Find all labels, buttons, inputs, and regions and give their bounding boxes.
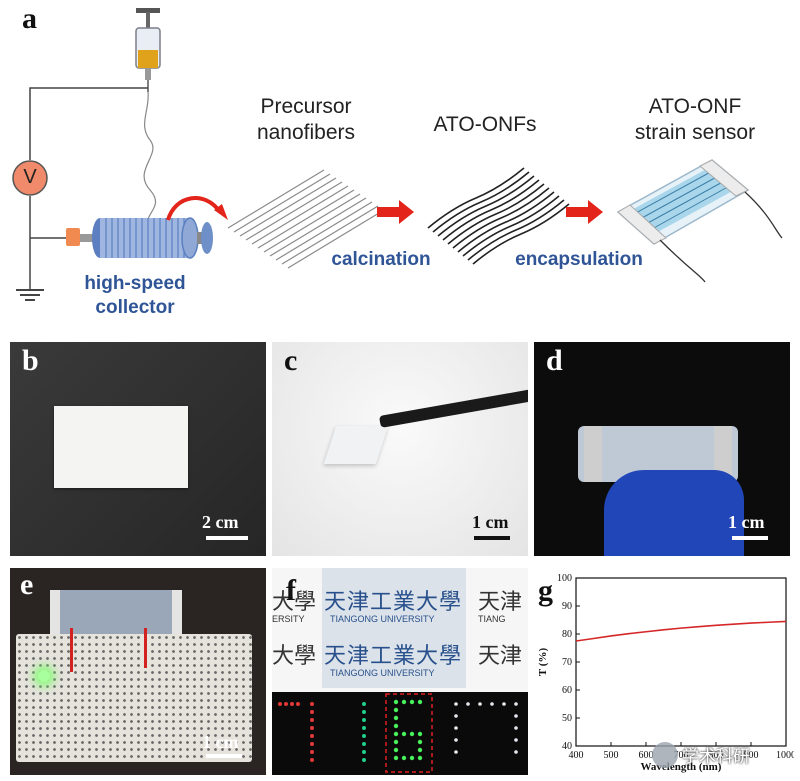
calcination-label: calcination	[331, 249, 431, 270]
cn-text-left-top: 大學	[272, 589, 317, 614]
encapsulation-label: encapsulation	[515, 249, 643, 270]
x-tick-label: 800	[709, 750, 724, 761]
y-tick-label: 80	[562, 629, 572, 640]
panel-b-letter: b	[22, 344, 39, 377]
panel-f-photo: 大學 天津工業大學 天津 ERSITY TIANGONG UNIVERSITY …	[272, 568, 528, 775]
panel-c-scalebar	[474, 536, 510, 540]
white-nanofiber-film	[54, 406, 188, 488]
voltage-source-icon	[12, 160, 48, 196]
rotation-arrow-icon	[166, 196, 222, 221]
uni-text-right-top: TIANG	[478, 614, 506, 624]
highlight-box	[385, 693, 433, 773]
folded-film	[323, 426, 389, 464]
plot-frame	[575, 577, 787, 747]
breadboard	[16, 634, 252, 762]
red-wire-2	[144, 628, 147, 668]
panel-e-scalebar	[206, 754, 242, 758]
red-wire	[70, 628, 73, 672]
cn-text-top: 天津工業大學	[324, 589, 463, 614]
precursor-nanofibers-label: Precursor nanofibers	[256, 95, 356, 144]
cn-text-right-top: 天津	[478, 589, 523, 614]
watermark-text: 学术科研	[682, 747, 750, 767]
y-tick-label: 70	[562, 657, 572, 668]
watermark-icon	[652, 742, 678, 768]
panel-d-letter: d	[546, 344, 563, 377]
led-matrix	[272, 692, 528, 775]
cn-text-left-bottom: 大學	[272, 643, 317, 668]
y-tick-label: 60	[562, 685, 572, 696]
panel-e-letter: e	[20, 568, 34, 601]
cn-text-right-bottom: 天津	[478, 643, 523, 668]
syringe-icon	[135, 8, 161, 92]
y-tick-label: 90	[562, 601, 572, 612]
fiber-jet	[143, 91, 157, 236]
uni-text-top: TIANGONG UNIVERSITY	[330, 614, 435, 624]
y-tick-label: 50	[562, 713, 572, 724]
collector-drum-icon	[66, 217, 213, 259]
ato-onfs-label: ATO-ONFs	[433, 113, 537, 136]
x-tick-label: 1000	[776, 750, 794, 761]
tweezer-icon	[378, 388, 528, 428]
strain-sensor-icon	[616, 159, 783, 283]
ato-onfs-icon	[427, 167, 570, 265]
x-tick-label: 400	[569, 750, 584, 761]
panel-c-photo: c 1 cm	[272, 342, 528, 556]
x-tick-label: 700	[674, 750, 689, 761]
panel-d-photo: d 1 cm	[534, 342, 790, 556]
panel-d-scalebar	[732, 536, 768, 540]
x-tick-label: 600	[639, 750, 654, 761]
ground-icon	[16, 289, 44, 301]
uni-text-left-top: ERSITY	[272, 614, 305, 624]
uni-text-bottom: TIANGONG UNIVERSITY	[330, 668, 435, 678]
cn-text-bottom: 天津工業大學	[324, 643, 463, 668]
transparent-sensor-overlay	[322, 568, 466, 688]
panel-d-scale-text: 1 cm	[728, 512, 765, 532]
panel-e-scale-text: 1 cm	[202, 732, 239, 752]
x-tick-label: 500	[604, 750, 619, 761]
strain-sensor-label: ATO-ONF strain sensor	[634, 95, 756, 144]
voltage-symbol: V	[23, 166, 37, 188]
panel-c-letter: c	[284, 344, 298, 377]
electrospinning-schematic	[12, 8, 783, 301]
panel-b-photo: b 2 cm	[10, 342, 266, 556]
sensor-film	[50, 590, 182, 634]
collector-label: high-speed collector	[84, 273, 186, 318]
led-matrix-graphic	[278, 693, 518, 773]
panel-f-letter: f	[286, 574, 296, 607]
process-arrow-1-icon	[377, 200, 414, 224]
panel-e-photo: e 1 cm	[10, 568, 266, 775]
transmittance-line	[575, 620, 787, 642]
y-axis-label: T (%)	[537, 648, 549, 677]
panel-a-letter: a	[22, 2, 37, 35]
panel-b-scale-text: 2 cm	[202, 512, 239, 532]
panel-g-letter: g	[538, 574, 553, 607]
glove-icon	[604, 470, 744, 556]
panel-b-scalebar	[206, 536, 248, 540]
led-icon	[38, 670, 50, 682]
process-arrow-2-icon	[566, 200, 603, 224]
y-tick-label: 100	[557, 573, 572, 584]
panel-c-scale-text: 1 cm	[472, 512, 509, 532]
precursor-nanofibers-icon	[227, 169, 385, 269]
y-tick-label: 40	[562, 741, 572, 752]
x-tick-label: 900	[744, 750, 759, 761]
